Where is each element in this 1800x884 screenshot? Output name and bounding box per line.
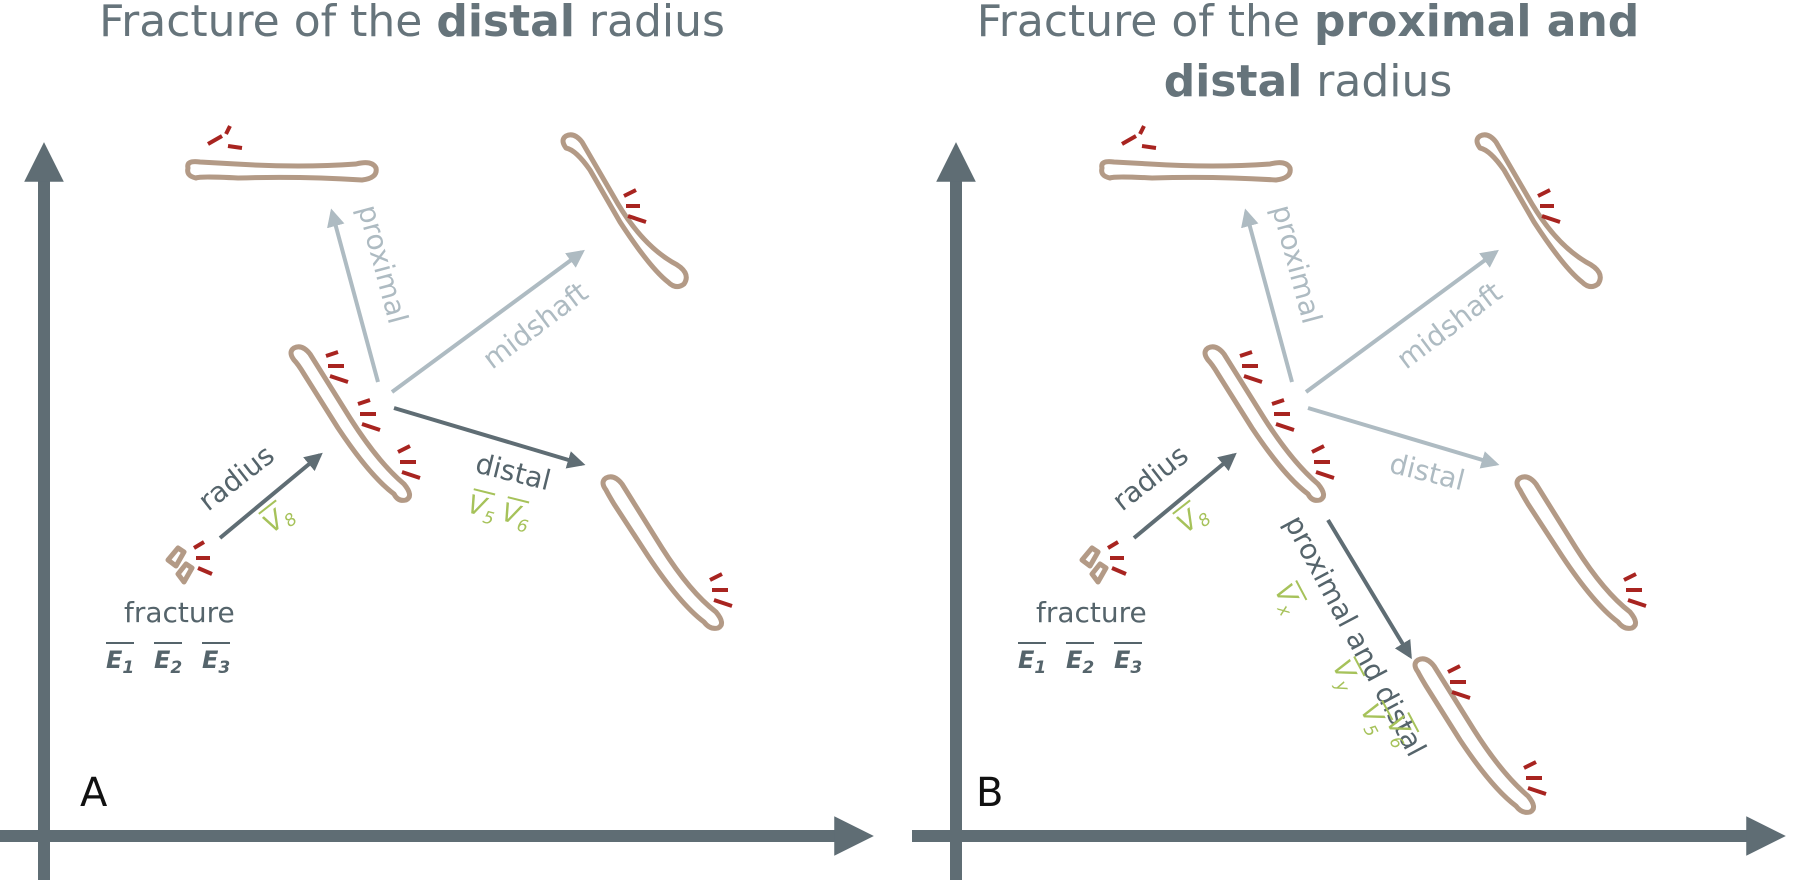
panel-b-bone-proximal [1099,125,1293,183]
panel-b: Fracture of the proximal and distal radi… [912,0,1786,880]
panel-a-bone-center [288,344,421,503]
panel-b-radius-arrow [1132,452,1237,540]
svg-text:V8: V8 [258,498,302,543]
svg-text:V8: V8 [1172,498,1216,543]
panel-a-e-vectors: E1 E2 E3 [106,642,230,678]
panel-b-e-vectors: E1 E2 E3 [1018,642,1142,678]
panel-a-bone-distal [600,474,733,631]
svg-text:V5: V5 [463,490,499,530]
panel-b-distal-arrow [1307,406,1500,469]
panel-b-proximal-and-distal-arrow [1326,518,1412,660]
panel-a-bone-midshaft [560,132,689,290]
svg-text:Vx: Vx [1264,579,1308,620]
panel-b-proximal-label: proximal [1265,201,1328,327]
panel-b-title-line2: distal radius [1164,56,1453,107]
panel-a-distal-arrow [393,406,586,469]
svg-text:V6: V6 [497,498,533,538]
panel-b-midshaft-label: midshaft [1390,275,1508,375]
panel-b-proximal-arrow [1241,208,1294,383]
panel-b-bone-center [1202,344,1335,503]
panel-a-proximal-arrow [327,208,380,383]
panel-a-title: Fracture of the distal radius [99,0,725,47]
panel-b-radius-label: radius [1106,438,1195,517]
svg-text:E3: E3 [202,646,230,678]
panel-a-distal-label: distal [472,447,554,497]
panel-a-radius-label: radius [192,438,281,517]
panel-b-distal-label: distal [1386,447,1468,497]
panel-a-midshaft-arrow [390,249,585,394]
svg-text:E2: E2 [1066,646,1094,678]
panel-a: Fracture of the distal radius A proximal… [0,0,874,880]
svg-text:E2: E2 [154,646,182,678]
panel-a-fracture-label: fracture [124,596,235,629]
panel-b-bone-proximal-and-distal [1412,656,1547,815]
panel-a-bone-fracture [165,540,213,585]
panel-b-title-line1: Fracture of the proximal and [977,0,1640,47]
svg-text:E1: E1 [1018,646,1046,678]
panel-b-bone-fracture [1079,540,1127,585]
svg-text:E1: E1 [106,646,134,678]
panel-b-letter: B [976,770,1003,816]
panel-a-v6-vector: V6 [497,496,533,538]
panel-a-letter: A [80,770,108,816]
panel-a-v5-vector: V5 [463,488,499,530]
svg-text:E3: E3 [1114,646,1142,678]
panel-b-midshaft-arrow [1304,249,1499,394]
panel-a-proximal-label: proximal [351,201,414,327]
panel-b-vx-vector: Vx [1264,579,1308,621]
panel-b-bone-midshaft [1474,132,1603,290]
panel-a-midshaft-label: midshaft [476,275,594,375]
panel-a-bone-proximal [185,125,379,183]
panel-b-bone-distal [1514,474,1647,631]
panel-a-radius-arrow [218,452,323,540]
panel-b-fracture-label: fracture [1036,596,1147,629]
